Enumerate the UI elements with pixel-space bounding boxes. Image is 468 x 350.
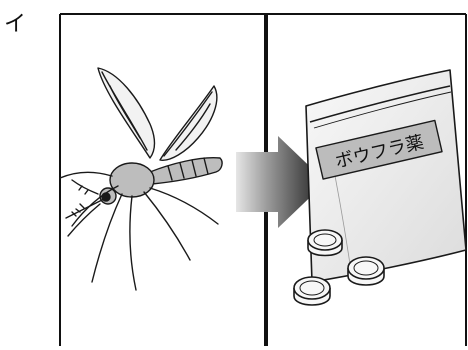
tablet-2 — [348, 257, 384, 285]
tablet-3 — [294, 277, 330, 305]
tablet-1 — [308, 230, 342, 256]
mosquito-icon — [60, 68, 222, 290]
